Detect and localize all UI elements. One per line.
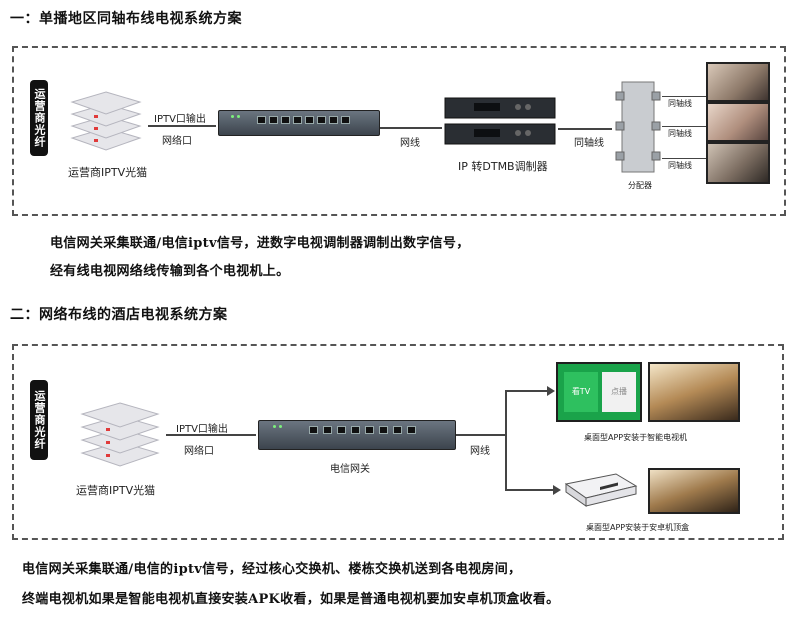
section2-heading: 二：网络布线的酒店电视系统方案 bbox=[10, 307, 228, 323]
network-port-label: 网络口 bbox=[162, 136, 192, 147]
tv-screen-icon bbox=[706, 102, 770, 142]
iptv-port-label: IPTV口输出 bbox=[154, 114, 206, 125]
modem-label: 运营商IPTV光猫 bbox=[68, 166, 148, 179]
tv-link-label-1: 同轴线 bbox=[668, 99, 692, 108]
modem-gateway-line bbox=[148, 125, 216, 127]
gateway-router-icon bbox=[218, 110, 380, 136]
coax-label: 同轴线 bbox=[574, 138, 604, 149]
modem-stack-icon bbox=[80, 394, 160, 470]
section1-diagram-frame bbox=[12, 46, 786, 216]
section2-diagram-frame bbox=[12, 344, 784, 540]
gateway-modulator-line bbox=[380, 127, 442, 129]
operator-fiber-label-2: 运营商光纤 bbox=[30, 380, 48, 460]
tv-link-label-3: 同轴线 bbox=[668, 161, 692, 170]
modem-stack-icon bbox=[70, 84, 142, 154]
operator-fiber-label: 运营商光纤 bbox=[30, 80, 48, 156]
section1-desc-line1: 电信网关采集联通/电信iptv信号，进数字电视调制器调制出数字信号， bbox=[50, 236, 470, 251]
modulator-splitter-line bbox=[558, 128, 612, 130]
tv-link-line-3 bbox=[662, 158, 706, 159]
modulator-icon bbox=[444, 97, 556, 147]
section2-desc-line2: 终端电视机如果是智能电视机直接安装APK收看，如果是普通电视机要加安卓机顶盒收看… bbox=[22, 592, 560, 607]
branch-vertical-line bbox=[505, 390, 507, 490]
branch-top-line bbox=[505, 390, 551, 392]
modem-gateway-line-2 bbox=[166, 434, 256, 436]
tv-screen-icon bbox=[648, 468, 740, 514]
modem-label-2: 运营商IPTV光猫 bbox=[76, 484, 156, 497]
section1-desc-line2: 经有线电视网络线传输到各个电视机上。 bbox=[50, 264, 290, 279]
tv-link-label-2: 同轴线 bbox=[668, 129, 692, 138]
tv-link-line-1 bbox=[662, 96, 706, 97]
gateway-label: 电信网关 bbox=[330, 464, 370, 475]
app-tile-vod-label: 点播 bbox=[611, 387, 627, 396]
smart-tv-caption: 桌面型APP安装于智能电视机 bbox=[584, 433, 688, 442]
app-tile-vod: 点播 bbox=[602, 372, 636, 412]
tv-screen-icon bbox=[648, 362, 740, 422]
section1-heading: 一：单播地区同轴布线电视系统方案 bbox=[10, 11, 242, 27]
app-tile-watch-tv: 看TV bbox=[564, 372, 598, 412]
network-port-label-2: 网络口 bbox=[184, 446, 214, 457]
branch-bottom-line bbox=[505, 489, 557, 491]
link-label-2: 网线 bbox=[470, 446, 490, 457]
gateway-branch-line bbox=[456, 434, 506, 436]
arrow-icon bbox=[547, 386, 555, 396]
gateway-router-icon bbox=[258, 420, 456, 450]
section2-desc-line1: 电信网关采集联通/电信的iptv信号，经过核心交换机、楼栋交换机送到各电视房间， bbox=[22, 562, 522, 577]
stb-caption: 桌面型APP安装于安卓机顶盒 bbox=[586, 523, 690, 532]
link-label-1: 网线 bbox=[400, 138, 420, 149]
splitter-icon bbox=[614, 78, 662, 176]
iptv-port-label-2: IPTV口输出 bbox=[176, 424, 228, 435]
modulator-label: IP 转DTMB调制器 bbox=[458, 160, 548, 173]
splitter-label: 分配器 bbox=[628, 181, 652, 190]
smart-tv-app-screen: 看TV 点播 bbox=[556, 362, 642, 422]
tv-screen-icon bbox=[706, 62, 770, 102]
set-top-box-icon bbox=[560, 470, 640, 512]
arrow-icon bbox=[553, 485, 561, 495]
tv-link-line-2 bbox=[662, 126, 706, 127]
tv-screen-icon bbox=[706, 142, 770, 184]
